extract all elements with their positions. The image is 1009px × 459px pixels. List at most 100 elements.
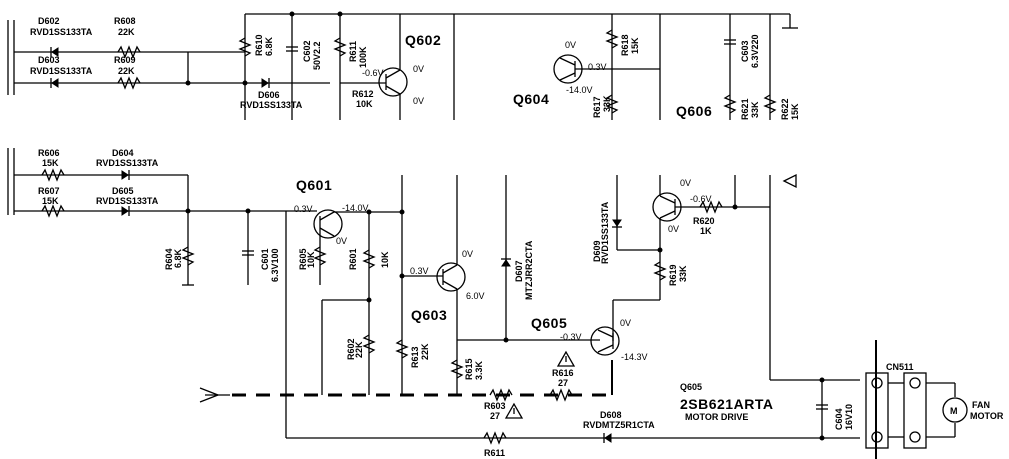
r620-label: R620 bbox=[693, 216, 715, 226]
r607-value: 15K bbox=[42, 196, 59, 206]
r621-label: R621 bbox=[740, 98, 750, 120]
transistor-q602-symbol bbox=[378, 14, 408, 120]
fan-motor-label-line2: MOTOR bbox=[970, 411, 1004, 421]
resistor-r619-symbol bbox=[653, 261, 667, 281]
c604-value: 16V10 bbox=[844, 404, 854, 430]
q603-emitter-voltage: 6.0V bbox=[466, 291, 485, 301]
q603-label: Q603 bbox=[411, 307, 447, 323]
resistor-r605-symbol bbox=[313, 246, 327, 266]
resistor-r608-symbol bbox=[117, 45, 141, 59]
r620-value: 1K bbox=[700, 226, 712, 236]
c602-label: C602 bbox=[302, 40, 312, 62]
q606-label: Q606 bbox=[676, 103, 712, 119]
c602-value: 50V2.2 bbox=[312, 41, 322, 70]
r610-label: R610 bbox=[254, 34, 264, 56]
resistor-r616-symbol bbox=[549, 388, 573, 402]
connector-cn511 bbox=[865, 372, 927, 449]
r621-value: 33K bbox=[750, 101, 760, 118]
r606-value: 15K bbox=[42, 158, 59, 168]
q605-emitter-voltage: -14.3V bbox=[621, 352, 648, 362]
r603-label: R603 bbox=[484, 401, 506, 411]
capacitor-c601-symbol bbox=[242, 250, 254, 256]
diode-d603-symbol bbox=[50, 78, 59, 88]
resistor-r615-symbol bbox=[450, 359, 464, 379]
input-arrow-icon bbox=[199, 387, 230, 403]
lower-section: R606 15K D604 RVD1SS133TA R607 15K D605 … bbox=[7, 148, 1004, 459]
r610-value: 6.8K bbox=[264, 36, 274, 56]
d609-part: RVD1SS133TA bbox=[600, 201, 610, 264]
upper-section: D602 RVD1SS133TA R608 22K D603 RVD1SS133… bbox=[7, 11, 800, 120]
resistor-r620-symbol bbox=[699, 200, 723, 214]
resistor-r606-symbol bbox=[41, 168, 65, 182]
c603-label: C603 bbox=[740, 40, 750, 62]
q604-top-voltage: 0V bbox=[565, 40, 576, 50]
resistor-bottom-symbol bbox=[483, 431, 507, 445]
d607-part: MTZJRR2CTA bbox=[524, 240, 534, 300]
q-right-base-voltage: -0.6V bbox=[690, 194, 712, 204]
r609-label: R609 bbox=[114, 55, 136, 65]
q602-emitter-voltage: 0V bbox=[413, 96, 424, 106]
d604-label: D604 bbox=[112, 148, 134, 158]
r601-value: 10K bbox=[380, 251, 390, 268]
q602-base-voltage: -0.6V bbox=[362, 68, 384, 78]
d608-part: RVDMTZ5R1CTA bbox=[583, 420, 655, 430]
r615-value: 3.3K bbox=[474, 360, 484, 380]
q605-note-part: 2SB621ARTA bbox=[680, 396, 773, 412]
r615-label: R615 bbox=[464, 358, 474, 380]
transistor-q601-symbol bbox=[313, 209, 343, 239]
r603-value: 27 bbox=[490, 411, 500, 421]
warning-triangle-icon bbox=[504, 402, 524, 419]
resistor-r611-symbol bbox=[333, 37, 347, 57]
resistor-r621-symbol bbox=[723, 94, 737, 114]
r611-value: 100K bbox=[358, 46, 368, 68]
q601-label: Q601 bbox=[296, 177, 332, 193]
warning-triangle-icon bbox=[556, 350, 576, 367]
r613-value: 22K bbox=[420, 343, 430, 360]
r622-label: R622 bbox=[780, 98, 790, 120]
r606-label: R606 bbox=[38, 148, 60, 158]
d603-part: RVD1SS133TA bbox=[30, 66, 93, 76]
transistor-q603-symbol bbox=[436, 262, 466, 292]
resistor-r603-symbol bbox=[489, 388, 513, 402]
d604-part: RVD1SS133TA bbox=[96, 158, 159, 168]
r608-label: R608 bbox=[114, 16, 136, 26]
diode-d605-symbol bbox=[121, 206, 130, 216]
r619-value: 33K bbox=[678, 265, 688, 282]
transistor-q605-symbol bbox=[590, 326, 620, 356]
r-bottom-label: R611 bbox=[484, 448, 505, 458]
r601-label: R601 bbox=[348, 248, 358, 270]
q-right-emitter-voltage: 0V bbox=[668, 224, 679, 234]
d603-label: D603 bbox=[38, 55, 60, 65]
resistor-r604-symbol bbox=[181, 246, 195, 266]
resistor-r622-symbol bbox=[763, 94, 777, 114]
r608-value: 22K bbox=[118, 27, 135, 37]
capacitor-c602-symbol bbox=[286, 46, 298, 52]
resistor-r602-symbol bbox=[362, 334, 376, 354]
ground-icon bbox=[782, 14, 798, 29]
r617-value: 33K bbox=[602, 95, 612, 112]
c601-value: 6.3V100 bbox=[270, 248, 280, 282]
q601-collector-voltage: -14.0V bbox=[342, 203, 369, 213]
c601-label: C601 bbox=[260, 248, 270, 270]
resistor-r618-symbol bbox=[605, 29, 619, 49]
cn511-label: CN511 bbox=[886, 362, 914, 372]
q601-base-voltage: 0.3V bbox=[294, 204, 313, 214]
q605-note-function: MOTOR DRIVE bbox=[685, 412, 748, 422]
r604-value: 6.8K bbox=[173, 248, 183, 268]
zener-d607-symbol bbox=[501, 258, 511, 267]
q603-top-voltage: 0V bbox=[462, 249, 473, 259]
r622-value: 15K bbox=[790, 103, 800, 120]
q605-base-voltage: -0.3V bbox=[560, 332, 582, 342]
r602-label: R602 bbox=[346, 338, 356, 360]
d602-part: RVD1SS133TA bbox=[30, 27, 93, 37]
r618-label: R618 bbox=[620, 34, 630, 56]
q-right-top-voltage: 0V bbox=[680, 178, 691, 188]
r616-value: 27 bbox=[558, 378, 568, 388]
q604-emitter-voltage: -14.0V bbox=[566, 85, 593, 95]
q604-base-voltage: 0.3V bbox=[588, 62, 607, 72]
resistor-r607-symbol bbox=[41, 204, 65, 218]
r611-label: R611 bbox=[348, 41, 358, 62]
r602-value: 22K bbox=[354, 341, 364, 358]
d602-label: D602 bbox=[38, 16, 60, 26]
